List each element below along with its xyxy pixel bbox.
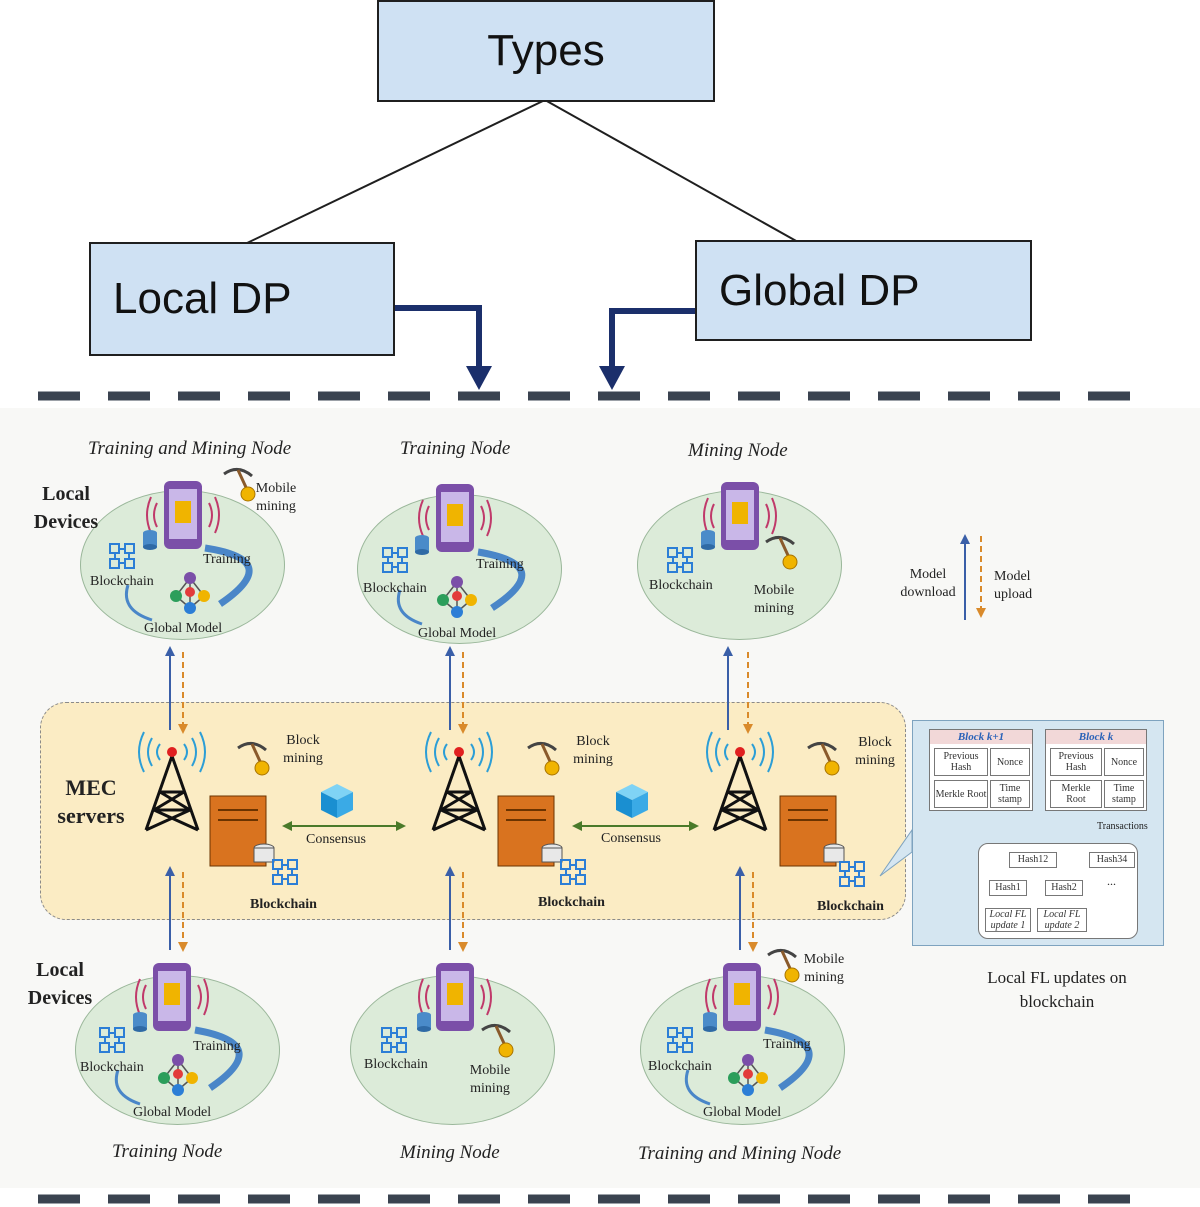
arrow-global-dp: [609, 308, 696, 372]
hash1: Hash1: [989, 880, 1027, 896]
local-dp-box: Local DP: [89, 242, 395, 356]
label-transactions: Transactions: [1097, 821, 1148, 832]
cell-previous-hash-1: Previous Hash: [934, 748, 988, 776]
cell-time-stamp-2: Time stamp: [1104, 780, 1144, 808]
label-blockmining-3: Block mining: [855, 735, 895, 768]
global-dp-label: Global DP: [719, 265, 920, 315]
fl-update-2: Local FL update 2: [1037, 908, 1087, 932]
label-mec-blockchain-1: Blockchain: [250, 897, 317, 912]
label-training-t2: Training: [476, 557, 524, 572]
label-training-t1: Training: [203, 552, 251, 567]
hash34: Hash34: [1089, 852, 1135, 868]
block-k-plus-1: Block k+1 Previous Hash Nonce Merkle Roo…: [929, 729, 1033, 811]
label-consensus-2: Consensus: [601, 831, 661, 846]
caption-bottom-2: Mining Node: [400, 1142, 500, 1163]
caption-top-3: Mining Node: [688, 440, 788, 461]
label-mec-blockchain-2: Blockchain: [538, 895, 605, 910]
legend-model-upload: Model upload: [994, 569, 1033, 602]
label-blockmining-1: Block mining: [283, 733, 323, 766]
label-blockmining-2: Block mining: [573, 734, 613, 767]
caption-bottom-1: Training Node: [112, 1141, 223, 1162]
cell-time-stamp-1: Time stamp: [990, 780, 1030, 808]
label-blockchain-b3: Blockchain: [648, 1059, 712, 1074]
hash-ellipsis: ...: [1107, 874, 1116, 888]
block-k: Block k Previous Hash Nonce Merkle Root …: [1045, 729, 1147, 811]
hash2: Hash2: [1045, 880, 1083, 896]
label-training-b3: Training: [763, 1037, 811, 1052]
label-globalmodel-b1: Global Model: [133, 1105, 212, 1120]
arrow-global-dp-head: [599, 366, 625, 390]
label-consensus-1: Consensus: [306, 832, 366, 847]
label-blockchain-t1: Blockchain: [90, 574, 154, 589]
label-blockchain-t3: Blockchain: [649, 578, 713, 593]
arrow-local-dp: [395, 305, 482, 372]
label-globalmodel-t1: Global Model: [144, 621, 223, 636]
caption-top-2: Training Node: [400, 438, 511, 459]
label-mobilemining-b2: Mobile mining: [469, 1063, 511, 1096]
label-mec-blockchain-3: Blockchain: [817, 899, 884, 914]
arrow-local-dp-head: [466, 366, 492, 390]
mec-servers-label: MEC servers: [57, 775, 125, 828]
block-k-title: Block k: [1046, 730, 1146, 744]
local-devices-bottom: Local Devices: [27, 959, 93, 1009]
legend-model-download: Model download: [900, 567, 956, 600]
label-mobilemining-t1: Mobile mining: [255, 481, 297, 514]
caption-top-1: Training and Mining Node: [88, 438, 292, 459]
label-mobilemining-b3: Mobile mining: [803, 952, 845, 985]
caption-bottom-3: Training and Mining Node: [638, 1143, 842, 1164]
local-devices-top: Local Devices: [33, 483, 99, 533]
block-k-plus-1-title: Block k+1: [930, 730, 1032, 744]
blockchain-inset: Block k+1 Previous Hash Nonce Merkle Roo…: [912, 720, 1164, 946]
global-dp-box: Global DP: [695, 240, 1032, 341]
label-globalmodel-t2: Global Model: [418, 626, 497, 641]
types-label: Types: [487, 26, 605, 75]
inset-caption: Local FL updates on blockchain: [987, 968, 1127, 1011]
label-training-b1: Training: [193, 1039, 241, 1054]
label-globalmodel-b3: Global Model: [703, 1105, 782, 1120]
transactions-box: Hash12 Hash34 Hash1 Hash2 ... Local FL u…: [978, 843, 1138, 939]
label-mobilemining-t3: Mobile mining: [753, 583, 795, 616]
connector-root-right: [544, 99, 799, 243]
connector-root-left: [244, 99, 546, 245]
cell-previous-hash-2: Previous Hash: [1050, 748, 1102, 776]
types-box: Types: [377, 0, 715, 102]
cell-merkle-root-1: Merkle Root: [934, 780, 988, 808]
label-blockchain-t2: Blockchain: [363, 581, 427, 596]
fl-update-1: Local FL update 1: [985, 908, 1031, 932]
hierarchy-connectors: [244, 99, 799, 390]
cell-merkle-root-2: Merkle Root: [1050, 780, 1102, 808]
cell-nonce-2: Nonce: [1104, 748, 1144, 776]
hash12: Hash12: [1009, 852, 1057, 868]
cell-nonce-1: Nonce: [990, 748, 1030, 776]
label-blockchain-b2: Blockchain: [364, 1057, 428, 1072]
local-dp-label: Local DP: [113, 274, 292, 323]
label-blockchain-b1: Blockchain: [80, 1060, 144, 1075]
